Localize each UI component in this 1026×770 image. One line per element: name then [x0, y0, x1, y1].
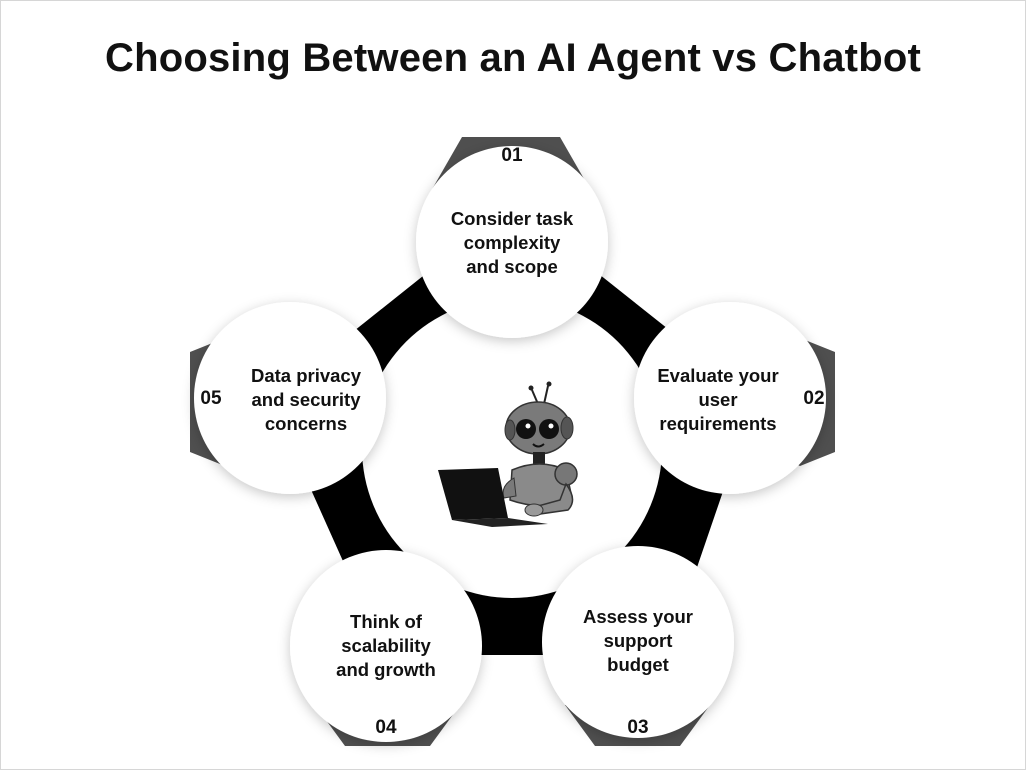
step-label-02-line-1: Evaluate your — [657, 365, 779, 386]
step-label-01-line-1: Consider task — [450, 208, 574, 229]
step-label-03-line-1: Assess your — [582, 606, 694, 627]
step-circle-01 — [416, 146, 608, 338]
step-circle-02 — [634, 302, 826, 494]
step-number-03: 03 — [627, 717, 648, 738]
robot-laptop-icon — [438, 381, 578, 527]
step-label-05: Data privacy and security concerns — [221, 364, 391, 436]
step-number-05: 05 — [200, 388, 222, 409]
step-circle-04 — [290, 550, 482, 742]
step-label-01-line-3: and scope — [466, 256, 558, 277]
step-label-04-line-3: and growth — [336, 659, 436, 680]
step-circle-05 — [194, 302, 386, 494]
step-label-03-line-2: support — [603, 630, 673, 651]
step-label-03: Assess your support budget — [553, 605, 723, 677]
step-circle-03 — [542, 546, 734, 738]
step-label-04: Think of scalability and growth — [301, 610, 471, 682]
step-label-01: Consider task complexity and scope — [427, 207, 597, 279]
step-label-02-line-3: requirements — [659, 413, 777, 434]
diagram-title: Choosing Between an AI Agent vs Chatbot — [105, 36, 921, 80]
step-number-02: 02 — [803, 388, 824, 409]
step-label-02-line-2: user — [698, 389, 738, 410]
step-label-01-line-2: complexity — [463, 232, 561, 253]
step-label-05-line-3: concerns — [264, 413, 348, 434]
step-label-04-line-1: Think of — [350, 611, 422, 632]
step-label-05-line-1: Data privacy — [250, 365, 362, 386]
step-label-02: Evaluate your user requirements — [633, 364, 803, 436]
center-circle — [362, 298, 662, 598]
step-label-04-line-2: scalability — [341, 635, 431, 656]
step-number-01: 01 — [501, 145, 523, 166]
step-label-05-line-2: and security — [251, 389, 361, 410]
step-number-04: 04 — [375, 717, 397, 738]
step-label-03-line-3: budget — [607, 654, 669, 675]
